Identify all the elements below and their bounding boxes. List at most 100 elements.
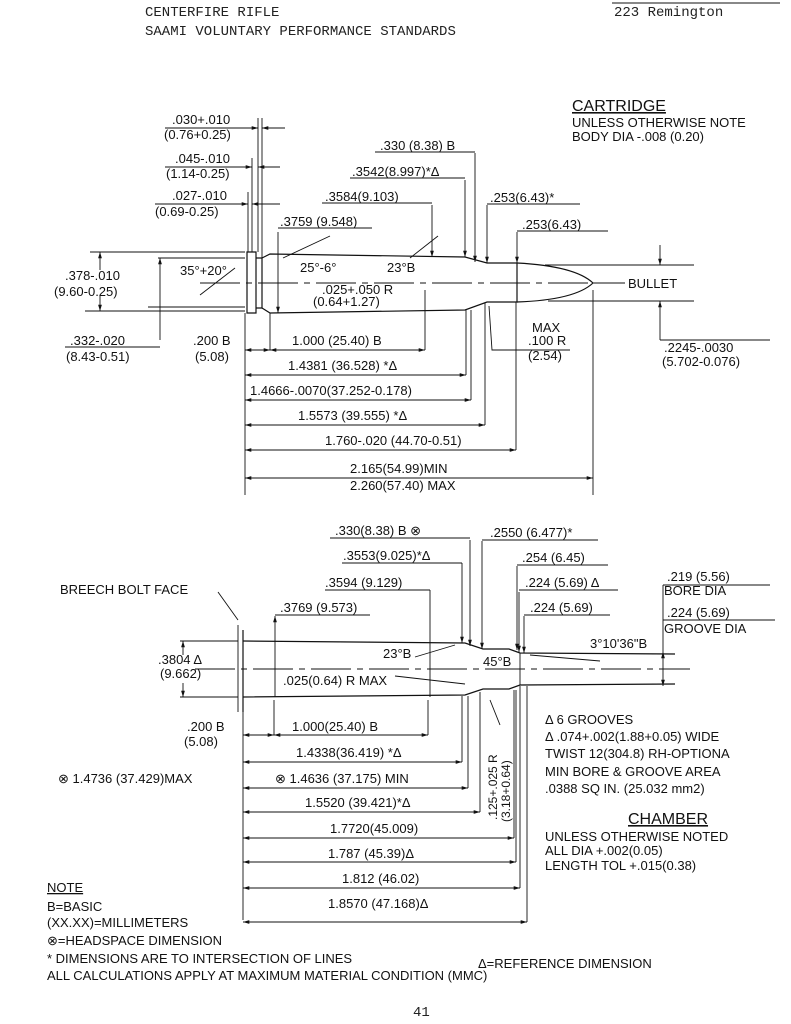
dim-label: (9.60-0.25) — [54, 284, 118, 299]
dim-label: .2245-.0030 — [664, 340, 733, 355]
notes-title: NOTE — [47, 880, 83, 895]
cartridge-drawing — [65, 118, 770, 495]
note-item: ⊗=HEADSPACE DIMENSION — [47, 933, 222, 948]
cartridge-note-1: UNLESS OTHERWISE NOTE — [572, 115, 746, 130]
dim-label: (0.64+1.27) — [313, 294, 380, 309]
dim-label: .254 (6.45) — [522, 550, 585, 565]
dim-label: .3804 Δ — [158, 652, 202, 667]
dim-label: (3.18+0.64) — [499, 760, 513, 822]
note-item: * DIMENSIONS ARE TO INTERSECTION OF LINE… — [47, 951, 352, 966]
dim-label: 1.000 (25.40) B — [292, 333, 382, 348]
dim-label: .330(8.38) B ⊗ — [335, 523, 421, 538]
extractor-groove — [256, 257, 263, 309]
dim-label: BORE DIA — [664, 583, 726, 598]
note-item: (XX.XX)=MILLIMETERS — [47, 915, 189, 930]
chamber-dimension-labels: .330(8.38) B ⊗ .3553(9.025)*Δ .3594 (9.1… — [58, 523, 747, 911]
dim-label: 23°B — [383, 646, 411, 661]
dim-label: .219 (5.56) — [667, 569, 730, 584]
chamber-top — [242, 640, 676, 655]
note-item: ALL CALCULATIONS APPLY AT MAXIMUM MATERI… — [47, 968, 487, 983]
dim-label: 23°B — [387, 260, 415, 275]
dim-label: 2.260(57.40) MAX — [350, 478, 456, 493]
dim-label: .3594 (9.129) — [325, 575, 402, 590]
cartridge-note-2: BODY DIA -.008 (0.20) — [572, 129, 704, 144]
header-cartridge-name: 223 Remington — [614, 5, 723, 21]
dim-label: .3553(9.025)*Δ — [343, 548, 431, 563]
dim-label: 1.8570 (47.168)Δ — [328, 896, 429, 911]
chamber-note-2: ALL DIA +.002(0.05) — [545, 843, 663, 858]
dim-label: (0.69-0.25) — [155, 204, 219, 219]
dim-label: .2550 (6.477)* — [490, 525, 572, 540]
dim-label: (1.14-0.25) — [166, 166, 230, 181]
dim-label: 1.000(25.40) B — [292, 719, 378, 734]
dim-label: .025+.050 R — [322, 282, 393, 297]
dim-label: 1.812 (46.02) — [342, 871, 419, 886]
dim-label: 35°+20° — [180, 263, 227, 278]
dim-label: 1.7720(45.009) — [330, 821, 418, 836]
header-line2: SAAMI VOLUNTARY PERFORMANCE STANDARDS — [145, 24, 456, 40]
dim-label: .200 B — [193, 333, 231, 348]
dim-label: 1.4338(36.419) *Δ — [296, 745, 402, 760]
dim-label: 45°B — [483, 654, 511, 669]
dim-label: .3542(8.997)*Δ — [352, 164, 440, 179]
rifling-line: Δ .074+.002(1.88+0.05) WIDE — [545, 729, 720, 744]
rifling-line: TWIST 12(304.8) RH-OPTIONA — [545, 746, 730, 761]
dim-label: .3584(9.103) — [325, 189, 399, 204]
chamber-drawing — [180, 537, 775, 922]
dim-label: ⊗ 1.4736 (37.429)MAX — [58, 771, 193, 786]
dim-label: .224 (5.69) — [530, 600, 593, 615]
cartridge-title: CARTRIDGE — [572, 98, 666, 115]
cartridge-dimension-labels: .030+.010 (0.76+0.25) .045-.010 (1.14-0.… — [54, 112, 740, 493]
dim-label: .330 (8.38) B — [380, 138, 455, 153]
dim-label: .332-.020 — [70, 333, 125, 348]
dim-label: 3°10'36"B — [590, 636, 647, 651]
dim-label: (0.76+0.25) — [164, 127, 231, 142]
note-item: B=BASIC — [47, 899, 102, 914]
dim-label: .3769 (9.573) — [280, 600, 357, 615]
dim-label: .100 R — [528, 333, 566, 348]
dim-label: (5.08) — [184, 734, 218, 749]
notes: NOTE B=BASIC (XX.XX)=MILLIMETERS ⊗=HEADS… — [47, 880, 652, 983]
dim-label: (8.43-0.51) — [66, 349, 130, 364]
dim-label: .027-.010 — [172, 188, 227, 203]
dim-label: 25°-6° — [300, 260, 336, 275]
dim-label: 1.5520 (39.421)*Δ — [305, 795, 411, 810]
page-number: 41 — [413, 1005, 430, 1021]
rifling-notes: Δ 6 GROOVES Δ .074+.002(1.88+0.05) WIDE … — [545, 712, 730, 796]
chamber-note-3: LENGTH TOL +.015(0.38) — [545, 858, 696, 873]
dim-label: (5.08) — [195, 349, 229, 364]
header-line1: CENTERFIRE RIFLE — [145, 5, 279, 21]
dim-label: .253(6.43) — [522, 217, 581, 232]
bullet-label: BULLET — [628, 276, 677, 291]
dim-label: MAX — [532, 320, 561, 335]
dim-label: .025(0.64) R MAX — [283, 673, 387, 688]
dim-label: 1.787 (45.39)Δ — [328, 846, 414, 861]
dim-label: .224 (5.69) Δ — [525, 575, 600, 590]
dim-label: 2.165(54.99)MIN — [350, 461, 448, 476]
dim-label: 1.5573 (39.555) *Δ — [298, 408, 407, 423]
dim-label: .224 (5.69) — [667, 605, 730, 620]
chamber-title: CHAMBER — [628, 811, 708, 828]
dim-label: .045-.010 — [175, 151, 230, 166]
breech-bolt-face-label: BREECH BOLT FACE — [60, 582, 188, 597]
dim-label: .030+.010 — [172, 112, 230, 127]
case-body — [261, 253, 518, 314]
chamber-note-1: UNLESS OTHERWISE NOTED — [545, 829, 728, 844]
dim-label: .200 B — [187, 719, 225, 734]
rim — [246, 251, 257, 314]
dim-label: GROOVE DIA — [664, 621, 747, 636]
rifling-line: MIN BORE & GROOVE AREA — [545, 764, 721, 779]
chamber-length-dimensions — [243, 733, 527, 924]
rifling-line: Δ 6 GROOVES — [545, 712, 633, 727]
chamber-bottom — [242, 683, 676, 698]
dim-label: .253(6.43)* — [490, 190, 554, 205]
note-item: Δ=REFERENCE DIMENSION — [478, 956, 652, 971]
dim-label: (9.662) — [160, 666, 201, 681]
cartridge-length-dimensions — [245, 348, 593, 480]
rifling-line: .0388 SQ IN. (25.032 mm2) — [545, 781, 705, 796]
dim-label: .378-.010 — [65, 268, 120, 283]
dim-label: .125+.025 R — [486, 754, 500, 820]
dim-label: 1.4381 (36.528) *Δ — [288, 358, 397, 373]
dim-label: .3759 (9.548) — [280, 214, 357, 229]
